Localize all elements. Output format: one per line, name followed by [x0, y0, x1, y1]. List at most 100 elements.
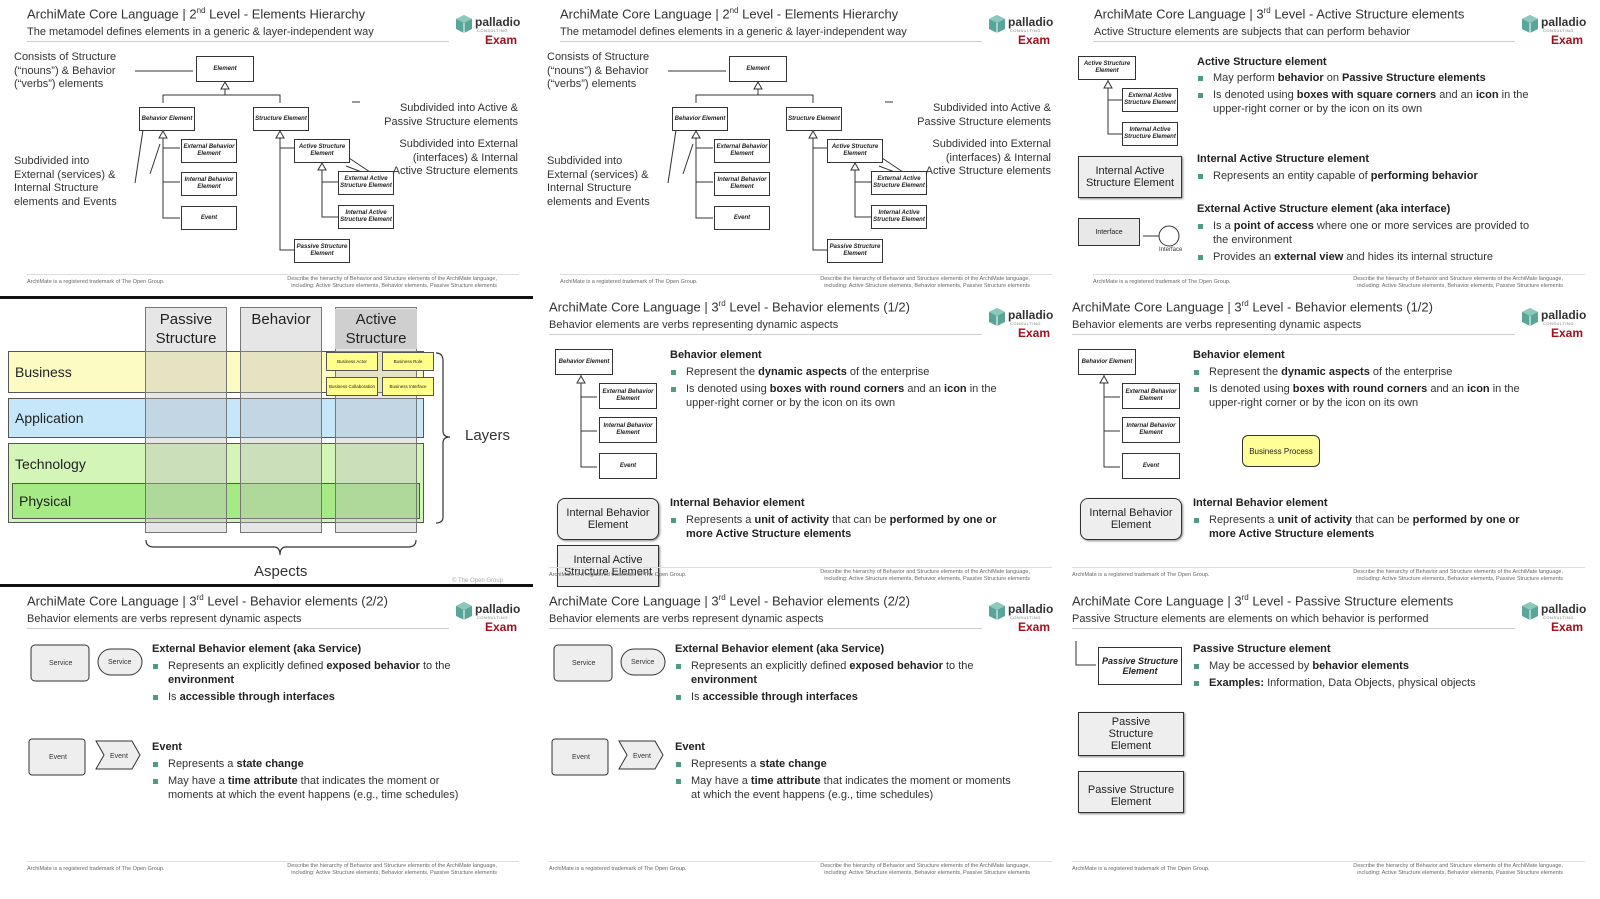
element-box: Element — [729, 56, 787, 82]
footer-rule — [549, 861, 1052, 862]
mini-external-active-box: External Active Structure Element — [1122, 88, 1178, 112]
slide-title: ArchiMate Core Language | 2nd Level - El… — [27, 6, 366, 22]
external-active-box: External Active Structure Element — [338, 171, 394, 195]
passive-structure-box: Passive Structure Element — [827, 239, 883, 263]
annotation-subdivided-ext-int: Subdivided into External (interfaces) & … — [392, 138, 518, 177]
palladio-logo: palladio CONSULTING Exam — [988, 601, 1053, 635]
mini-event-box: Event — [1122, 453, 1180, 479]
annotation-subdivided-external: Subdivided into External (services) & In… — [14, 155, 117, 208]
bullet-represents-entity: Represents an entity capable of performi… — [1197, 170, 1547, 184]
service-box-label: Service — [49, 660, 73, 667]
cube-icon — [456, 15, 472, 33]
cube-icon — [1522, 15, 1538, 33]
internal-behavior-element-box: Internal Behavior Element — [557, 498, 659, 540]
palladio-logo: palladio CONSULTING Exam — [988, 14, 1053, 48]
bullet-point-of-access: Is a point of access where one or more s… — [1197, 220, 1547, 247]
mini-internal-behavior-box: Internal Behavior Element — [1122, 417, 1180, 443]
bullet-time-attribute: May have a time attribute that indicates… — [152, 775, 482, 802]
cube-icon — [1522, 602, 1538, 620]
mini-business-actor: Business Actor — [326, 352, 378, 371]
footer-rule — [27, 274, 519, 275]
event-box: Event — [181, 206, 237, 230]
aspect-column-behavior — [240, 307, 322, 533]
annotation-subdivided-external: Subdivided into External (services) & In… — [547, 155, 650, 208]
slide-subtitle: Behavior elements are verbs representing… — [1072, 319, 1362, 331]
slide-behavior-1b: ArchiMate Core Language | 3rd Level - Be… — [1066, 293, 1599, 592]
footer-objective: Describe the hierarchy of Behavior and S… — [287, 276, 497, 289]
footer-rule — [27, 861, 519, 862]
internal-behavior-element-box: Internal Behavior Element — [1080, 498, 1182, 540]
cube-icon — [989, 308, 1005, 326]
slide-title: ArchiMate Core Language | 2nd Level - El… — [560, 6, 899, 22]
internal-active-box: Internal Active Structure Element — [871, 205, 927, 229]
bullet-unit-of-activity: Represents a unit of activity that can b… — [670, 514, 1015, 541]
bullet-exposed-behavior: Represents an explicitly defined exposed… — [152, 660, 482, 687]
structure-element-box: Structure Element — [786, 107, 842, 131]
service-event-shapes — [551, 644, 666, 776]
bullet-unit-of-activity: Represents a unit of activity that can b… — [1193, 514, 1548, 541]
aspects-label: Aspects — [254, 563, 308, 580]
bullet-state-change: Represents a state change — [675, 758, 1015, 772]
bullet-round-corners: Is denoted using boxes with round corner… — [1193, 383, 1548, 410]
business-process-box: Business Process — [1242, 435, 1320, 467]
footer-trademark: ArchiMate is a registered trademark of T… — [549, 866, 687, 872]
title-rule — [549, 628, 982, 629]
column-header-behavior: Behavior — [251, 310, 311, 328]
heading-internal-active: Internal Active Structure element — [1197, 153, 1369, 165]
slide-subtitle: Active Structure elements are subjects t… — [1094, 26, 1411, 38]
divider-top — [0, 296, 533, 299]
annotation-subdivided-ext-int: Subdivided into External (interfaces) & … — [925, 138, 1051, 177]
footer-objective: Describe the hierarchy of Behavior and S… — [1353, 276, 1563, 289]
slide-subtitle: Passive Structure elements are elements … — [1072, 613, 1429, 625]
footer-objective: Describe the hierarchy of Behavior and S… — [287, 863, 497, 876]
cube-icon — [1522, 308, 1538, 326]
slide-layers-aspects: Business Application Technology Physical… — [0, 299, 533, 584]
behavior-element-box: Behavior Element — [672, 107, 728, 131]
annotation-subdivided-active-passive: Subdivided into Active & Passive Structu… — [917, 102, 1051, 128]
footer-objective: Describe the hierarchy of Behavior and S… — [820, 569, 1030, 582]
footer-trademark: ArchiMate is a registered trademark of T… — [1093, 279, 1231, 285]
bullet-time-attribute: May have a time attribute that indicates… — [675, 775, 1015, 802]
event-box: Event — [714, 206, 770, 230]
title-rule — [549, 334, 982, 335]
footer-rule — [1072, 567, 1585, 568]
slide-title: ArchiMate Core Language | 3rd Level - Be… — [27, 593, 388, 609]
annotation-consists: Consists of Structure (“nouns”) & Behavi… — [547, 51, 650, 90]
mini-business-collaboration: Business Collaboration — [326, 377, 378, 396]
slide-elements-hierarchy-1: ArchiMate Core Language | 2nd Level - El… — [0, 0, 533, 299]
title-rule — [27, 628, 449, 629]
footer-trademark: ArchiMate is a registered trademark of T… — [549, 572, 687, 578]
aspect-column-passive — [145, 307, 227, 533]
palladio-logo: palladio CONSULTING Exam — [1521, 307, 1586, 341]
bullet-accessible: Is accessible through interfaces — [152, 691, 482, 705]
slide-behavior-1a: ArchiMate Core Language | 3rd Level - Be… — [533, 293, 1066, 592]
footer-trademark: ArchiMate is a registered trademark of T… — [560, 279, 698, 285]
element-box: Element — [196, 56, 254, 82]
mini-external-behavior-box: External Behavior Element — [599, 383, 657, 409]
title-rule — [1072, 334, 1515, 335]
palladio-logo: palladio CONSULTING Exam — [988, 307, 1053, 341]
internal-active-structure-element-box: Internal Active Structure Element — [557, 545, 659, 587]
heading-external-behavior: External Behavior element (aka Service) — [152, 643, 362, 655]
slide-passive-structure: ArchiMate Core Language | 3rd Level - Pa… — [1066, 587, 1599, 886]
mini-internal-active-box: Internal Active Structure Element — [1122, 122, 1178, 146]
slide-subtitle: The metamodel defines elements in a gene… — [560, 26, 907, 38]
bullet-examples: Examples: Information, Data Objects, phy… — [1193, 677, 1548, 691]
internal-behavior-box: Internal Behavior Element — [181, 172, 237, 196]
title-rule — [560, 41, 982, 42]
bullet-external-view: Provides an external view and hides its … — [1197, 251, 1547, 265]
cube-icon — [989, 15, 1005, 33]
bullet-may-perform: May perform behavior on Passive Structur… — [1197, 72, 1547, 86]
internal-active-structure-element-box: Internal Active Structure Element — [1078, 156, 1182, 198]
palladio-logo: palladio CONSULTING Exam — [455, 601, 520, 635]
cube-icon — [456, 602, 472, 620]
heading-event: Event — [675, 741, 705, 753]
bullet-accessible: Is accessible through interfaces — [675, 691, 1015, 705]
footer-rule — [549, 567, 1052, 568]
cube-icon — [989, 602, 1005, 620]
slide-behavior-2a: ArchiMate Core Language | 3rd Level - Be… — [0, 587, 533, 886]
bullet-dynamic-aspects: Represent the dynamic aspects of the ent… — [670, 366, 1015, 380]
annotation-subdivided-active-passive: Subdivided into Active & Passive Structu… — [384, 102, 518, 128]
passive-structure-element-box: Passive Structure Element — [1078, 771, 1184, 813]
active-structure-box: Active Structure Element — [294, 139, 350, 163]
